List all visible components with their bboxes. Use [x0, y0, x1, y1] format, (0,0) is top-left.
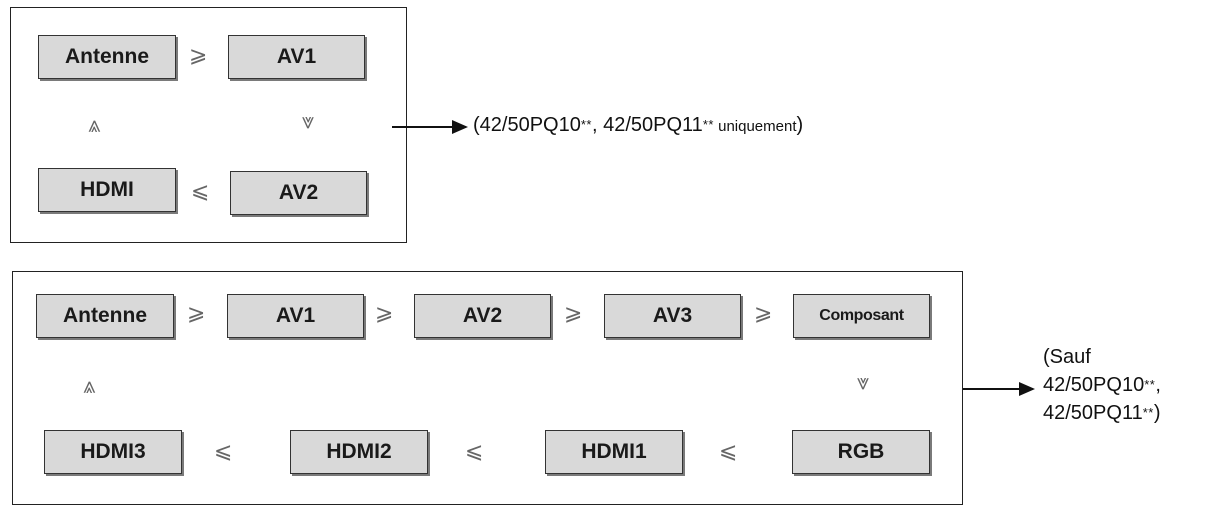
box-hdmi: HDMI: [38, 168, 176, 212]
arrow-up-icon: ⩓: [88, 113, 101, 138]
box-composant: Composant: [793, 294, 930, 338]
bottom-note-line2: 42/50PQ10**,: [1043, 371, 1161, 399]
box-av2: AV2: [230, 171, 367, 215]
top-note-ast2: **: [702, 117, 714, 132]
top-note-mid: , 42/50PQ11: [591, 114, 703, 136]
box-av1: AV1: [228, 35, 365, 79]
arrow-right-icon: ⩾: [187, 301, 206, 326]
arrow-head-icon: [1019, 382, 1035, 396]
bottom-pointer-arrow: [963, 382, 1035, 396]
arrow-right-icon: ⩾: [564, 301, 583, 326]
arrow-up-icon: ⩓: [83, 374, 96, 399]
arrow-right-icon: ⩾: [754, 301, 773, 326]
top-diagram-panel: Antenne ⩾ AV1 ⩓ ⩔ HDMI ⩽ AV2: [10, 7, 407, 243]
box-av3: AV3: [604, 294, 741, 338]
box-av2: AV2: [414, 294, 551, 338]
box-hdmi1: HDMI1: [545, 430, 683, 474]
box-antenne: Antenne: [36, 294, 174, 338]
bottom-diagram-panel: Antenne ⩾ AV1 ⩾ AV2 ⩾ AV3 ⩾ Composant ⩓ …: [12, 271, 963, 505]
top-note-ast1: **: [580, 117, 592, 132]
bottom-note-line3-close: ): [1153, 402, 1161, 424]
top-note: (42/50PQ10**, 42/50PQ11** uniquement): [473, 114, 803, 137]
bottom-note-line3-text: 42/50PQ11: [1043, 402, 1143, 424]
bottom-note-line2-comma: ,: [1155, 374, 1161, 396]
arrow-down-icon: ⩔: [302, 109, 315, 134]
bottom-note: (Sauf 42/50PQ10**, 42/50PQ11**): [1043, 344, 1161, 427]
top-note-word: uniquement: [713, 118, 797, 135]
top-pointer-arrow: [392, 120, 468, 134]
arrow-left-icon: ⩽: [214, 439, 233, 464]
arrow-down-icon: ⩔: [857, 370, 870, 395]
bottom-note-line2-ast: **: [1144, 377, 1156, 392]
box-antenne: Antenne: [38, 35, 176, 79]
box-hdmi2: HDMI2: [290, 430, 428, 474]
arrow-left-icon: ⩽: [465, 439, 484, 464]
arrow-left-icon: ⩽: [191, 179, 210, 204]
top-note-close: ): [796, 114, 804, 136]
arrow-left-icon: ⩽: [719, 439, 738, 464]
bottom-note-line1: (Sauf: [1043, 346, 1091, 368]
arrow-right-icon: ⩾: [189, 43, 208, 68]
bottom-note-line3-ast: **: [1142, 405, 1154, 420]
box-av1: AV1: [227, 294, 364, 338]
arrow-head-icon: [452, 120, 468, 134]
box-rgb: RGB: [792, 430, 930, 474]
box-hdmi3: HDMI3: [44, 430, 182, 474]
arrow-right-icon: ⩾: [375, 301, 394, 326]
bottom-note-line2-text: 42/50PQ10: [1043, 374, 1145, 396]
top-note-open: (42/50PQ10: [473, 114, 581, 136]
bottom-note-line3: 42/50PQ11**): [1043, 399, 1161, 427]
